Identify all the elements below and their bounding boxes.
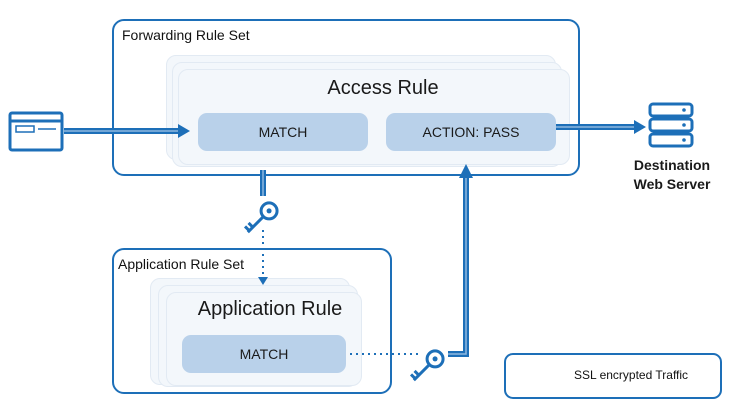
destination-line1: Destination [633, 157, 711, 173]
key-to-action-connector [448, 164, 473, 357]
key-icon [243, 201, 279, 234]
application-rule-match: MATCH [182, 335, 346, 373]
destination-label: Destination Web Server [620, 156, 724, 194]
legend-box [504, 353, 722, 399]
legend-label: SSL encrypted Traffic [574, 368, 689, 382]
application-rule-set-title: Application Rule Set [118, 256, 245, 272]
access-rule-action-pass: ACTION: PASS [386, 113, 556, 151]
access-rule-match: MATCH [198, 113, 368, 151]
action-to-server-connector [556, 120, 646, 134]
server-stack-icon [648, 102, 694, 148]
access-rule-title: Access Rule [327, 77, 439, 99]
application-rule-title: Application Rule [197, 298, 343, 320]
forwarding-rule-set-title: Forwarding Rule Set [122, 27, 250, 43]
client-to-match-connector [64, 124, 190, 138]
browser-window-icon [8, 111, 64, 152]
key-to-application-dotted-connector [258, 230, 268, 285]
key-icon [409, 349, 445, 382]
destination-line2: Web Server [633, 176, 711, 192]
